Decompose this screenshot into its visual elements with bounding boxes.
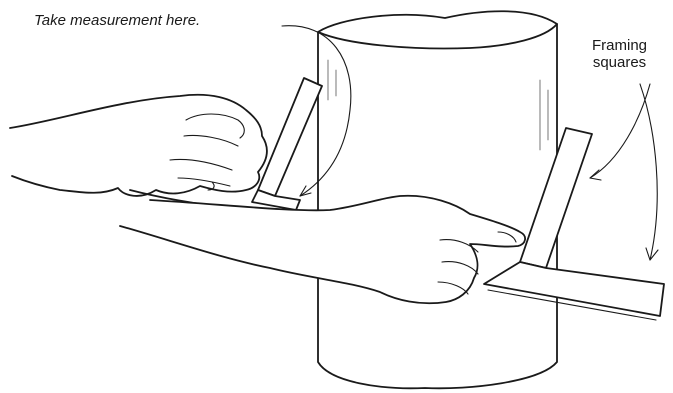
- framing-squares-label-line1: Framing: [592, 37, 647, 54]
- square-leader-lower: [640, 84, 657, 260]
- left-square-blade: [258, 78, 322, 196]
- measurement-callout-label: Take measurement here.: [34, 12, 200, 29]
- left-arm-outline: [10, 95, 267, 196]
- square-leader-upper: [590, 84, 650, 178]
- framing-squares-callout-label: Framing squares: [592, 37, 647, 71]
- framing-squares-label-line2: squares: [592, 54, 647, 71]
